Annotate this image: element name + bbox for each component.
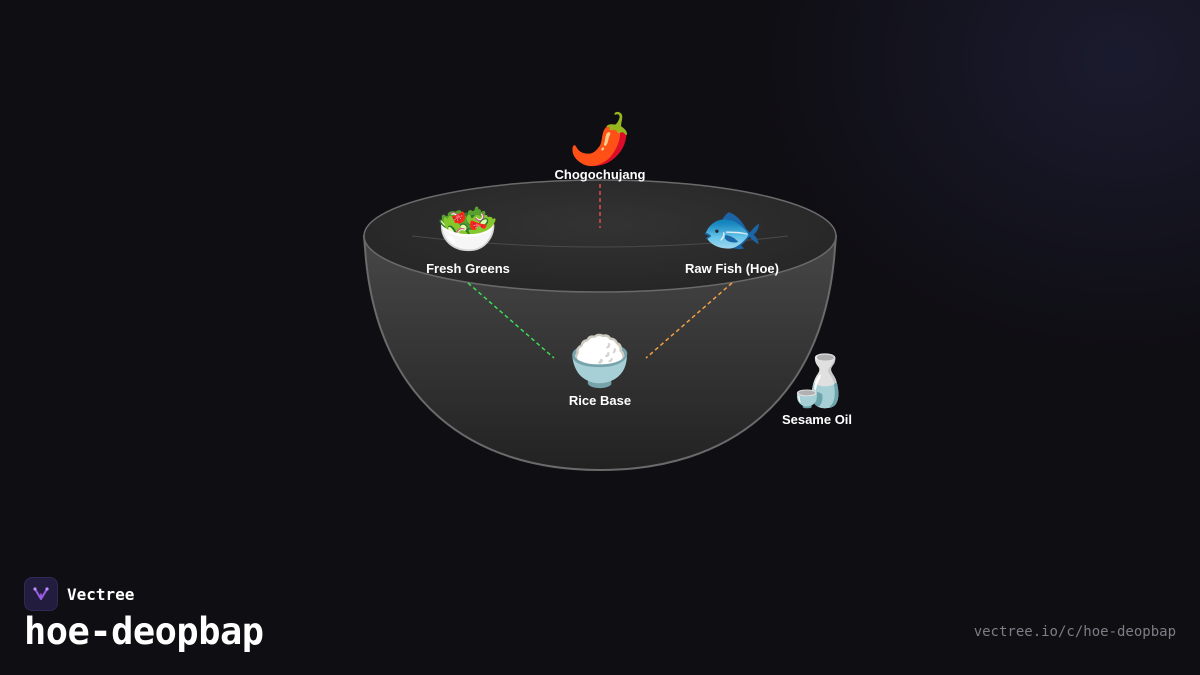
fish-icon: 🐟 bbox=[701, 200, 763, 258]
node-sesame-oil[interactable]: 🍶 Sesame Oil bbox=[782, 352, 852, 427]
node-chogochujang[interactable]: 🌶️ Chogochujang bbox=[555, 110, 646, 182]
edge-raw-fish-rice-base bbox=[645, 282, 733, 359]
vectree-logo-icon bbox=[24, 577, 58, 611]
bowl-rim bbox=[363, 179, 837, 293]
page-title: hoe-deopbap bbox=[24, 610, 264, 653]
node-rice-base[interactable]: 🍚 Rice Base bbox=[569, 332, 632, 408]
node-label-raw-fish: Raw Fish (Hoe) bbox=[685, 261, 779, 276]
bowl-body bbox=[362, 235, 838, 472]
page-url[interactable]: vectree.io/c/hoe-deopbap bbox=[973, 624, 1176, 640]
node-label-chogochujang: Chogochujang bbox=[555, 167, 646, 182]
hot-pepper-icon: 🌶️ bbox=[569, 110, 631, 169]
brand: Vectree bbox=[24, 577, 134, 611]
node-fresh-greens[interactable]: 🥗 Fresh Greens bbox=[426, 200, 510, 276]
node-label-rice-base: Rice Base bbox=[569, 393, 631, 408]
green-salad-icon: 🥗 bbox=[437, 200, 499, 258]
edge-fresh-greens-rice-base bbox=[467, 282, 555, 359]
node-label-sesame-oil: Sesame Oil bbox=[782, 412, 852, 427]
cooked-rice-icon: 🍚 bbox=[569, 332, 632, 390]
node-raw-fish[interactable]: 🐟 Raw Fish (Hoe) bbox=[685, 200, 779, 276]
brand-name: Vectree bbox=[67, 584, 135, 604]
bowl-inner-line bbox=[411, 235, 789, 248]
node-label-fresh-greens: Fresh Greens bbox=[426, 261, 510, 276]
sake-bottle-icon: 🍶 bbox=[787, 352, 849, 410]
